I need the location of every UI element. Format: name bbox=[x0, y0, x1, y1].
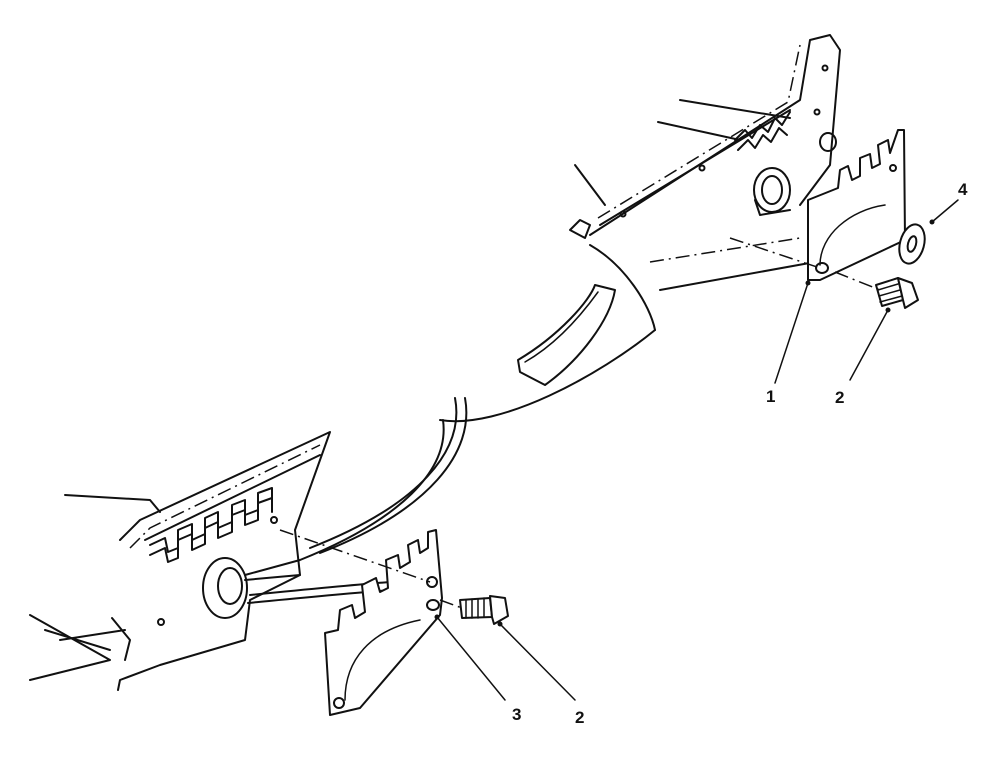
part-3-height-plate bbox=[324, 529, 443, 716]
callout-4: 4 bbox=[958, 180, 968, 199]
part-4-washer bbox=[898, 223, 926, 265]
callout-3: 3 bbox=[512, 705, 521, 724]
mower-deck bbox=[244, 164, 816, 604]
callout-2-lower: 2 bbox=[575, 708, 584, 727]
part-2-bolt-lower bbox=[459, 595, 509, 625]
leader-lines bbox=[434, 199, 959, 701]
grip-pad bbox=[517, 284, 616, 386]
callout-2-upper: 2 bbox=[835, 388, 844, 407]
lower-deck-bracket bbox=[29, 431, 331, 691]
part-2-bolt-upper bbox=[875, 277, 919, 309]
alignment-lines bbox=[279, 237, 881, 609]
part-1-height-plate bbox=[807, 129, 906, 281]
upper-deck-bracket bbox=[589, 34, 841, 236]
callout-1: 1 bbox=[766, 387, 775, 406]
